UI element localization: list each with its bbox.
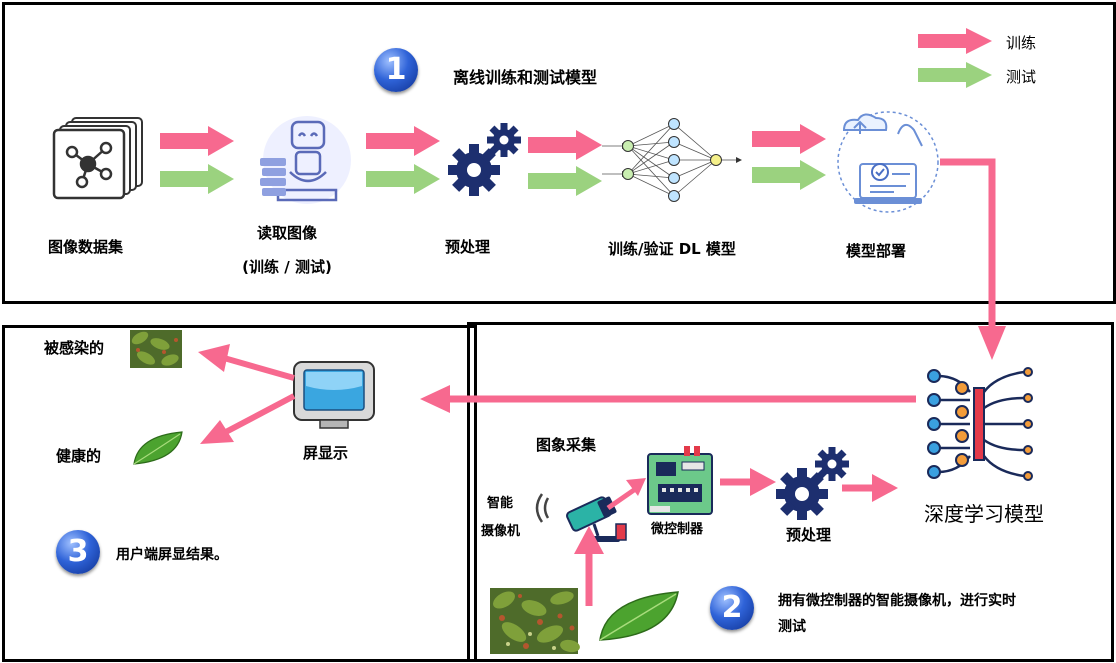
train-validate-label: 训练/验证 DL 模型 [608, 240, 736, 258]
preprocess-label-2: 预处理 [786, 526, 832, 544]
leaf-to-camera-arrow [574, 526, 604, 606]
deep-learning-label: 深度学习模型 [924, 502, 1044, 526]
test-arrow-4 [752, 160, 826, 190]
train-arrow-2 [366, 126, 440, 156]
legend-train-arrow [918, 28, 992, 54]
preprocess-to-model-arrow [842, 474, 898, 502]
camera-to-mcu-arrow [606, 478, 646, 511]
healthy-leaf-icon [133, 431, 183, 465]
gears-icon-2 [776, 447, 849, 520]
camera-label-1: 智能 [487, 496, 514, 511]
infected-leaf-photo [490, 588, 580, 654]
camera-label-2: 摄像机 [481, 524, 521, 539]
stage-2-badge: 2 [710, 586, 754, 630]
deploy-label: 模型部署 [846, 242, 907, 260]
stage-2-desc-1: 拥有微控制器的智能摄像机，进行实时 [778, 593, 1016, 609]
offline-stage-frame [2, 2, 1116, 304]
infected-leaf-thumb [130, 330, 182, 368]
deep-learning-icon [927, 367, 1033, 481]
preprocess-label-1: 预处理 [445, 238, 491, 256]
image-capture-label: 图象采集 [536, 436, 597, 454]
camera-icon [535, 493, 627, 542]
legend-train-label: 训练 [1006, 34, 1037, 52]
display-stage-frame [2, 325, 477, 662]
realtime-stage-frame [467, 322, 1114, 662]
healthy-label: 健康的 [56, 447, 102, 465]
train-arrow-3 [528, 130, 602, 160]
cloud-deploy-icon [837, 111, 939, 213]
legend-test-arrow [918, 62, 992, 88]
stage-2-desc-2: 测试 [778, 619, 806, 635]
dataset-stack-icon [52, 117, 143, 200]
stage-1-badge: 1 [374, 48, 418, 92]
test-arrow-3 [528, 166, 602, 196]
neural-network-icon [602, 118, 742, 202]
deploy-to-model-arrow [940, 158, 1006, 360]
monitor-icon [293, 361, 375, 429]
read-images-sublabel: (训练 / 测试) [242, 258, 332, 276]
test-arrow-1 [160, 164, 234, 194]
mcu-to-preprocess-arrow [720, 468, 776, 496]
test-arrow-2 [366, 164, 440, 194]
microcontroller-icon [647, 446, 713, 515]
stage-3-badge: 3 [56, 530, 100, 574]
microcontroller-label: 微控制器 [651, 522, 704, 537]
train-arrow-1 [160, 126, 234, 156]
infected-label: 被感染的 [44, 339, 105, 357]
model-to-display-arrow [420, 385, 916, 413]
gears-icon [448, 123, 521, 196]
read-images-label: 读取图像 [256, 224, 317, 242]
display-label: 屏显示 [303, 444, 349, 462]
robot-reading-icon [260, 116, 351, 204]
dataset-label: 图像数据集 [48, 238, 124, 256]
display-to-infected-arrow [198, 344, 295, 381]
train-arrow-4 [752, 124, 826, 154]
stage-1-title: 离线训练和测试模型 [453, 68, 598, 87]
display-to-healthy-arrow [200, 393, 296, 444]
leaf-icon [599, 591, 679, 641]
legend-test-label: 测试 [1006, 68, 1037, 86]
stage-3-desc: 用户端屏显结果。 [116, 547, 228, 563]
